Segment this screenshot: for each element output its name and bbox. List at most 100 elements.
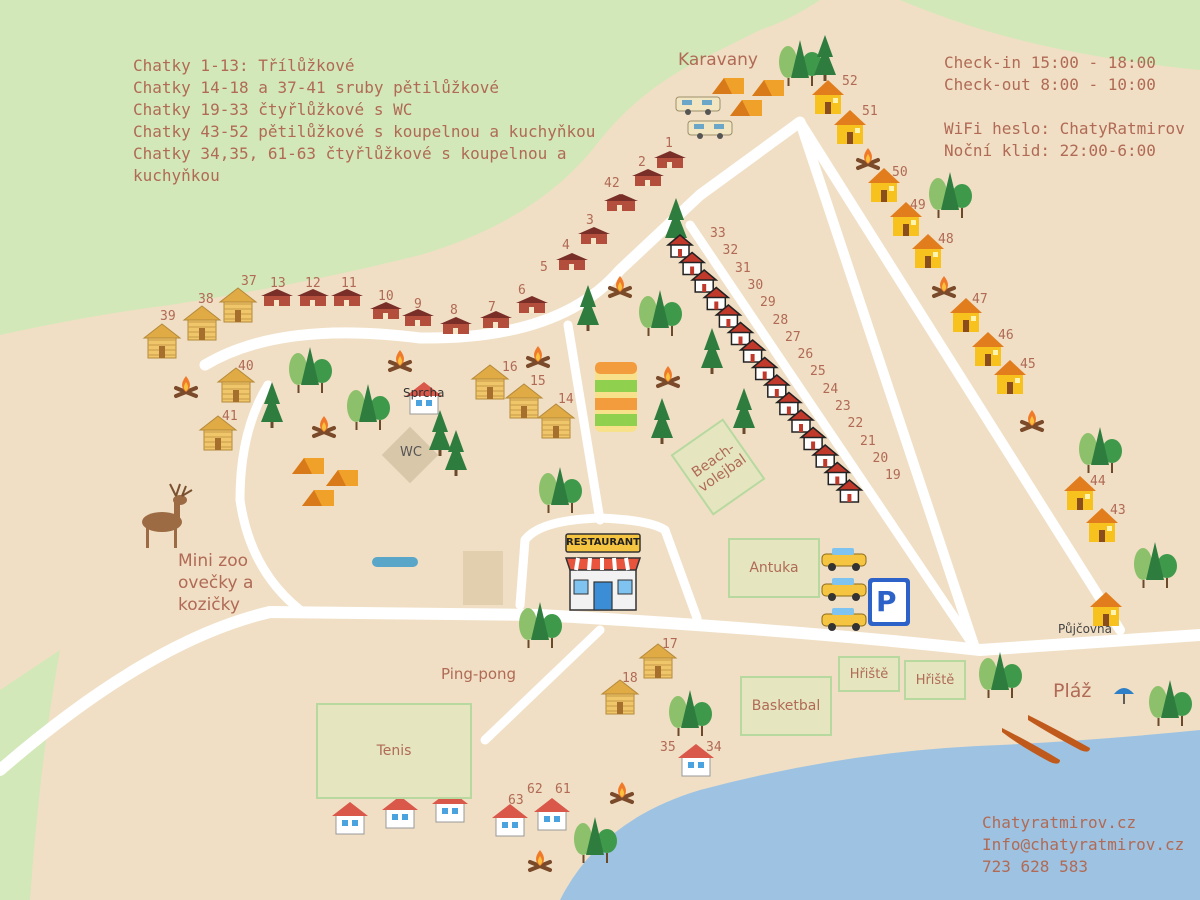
campfire-icon bbox=[610, 782, 634, 804]
yellow-cabin-icon bbox=[1086, 508, 1118, 542]
tree-icon bbox=[539, 467, 582, 513]
basketball-court: Basketbal bbox=[740, 676, 832, 736]
wc-cabin-icon bbox=[726, 321, 755, 346]
campfire-icon bbox=[174, 376, 198, 398]
wc-cabin-icon bbox=[678, 251, 707, 276]
cabin-number: 15 bbox=[530, 374, 546, 389]
small-cabin-icon bbox=[604, 194, 636, 211]
cabin-number: 26 bbox=[797, 347, 814, 363]
cabin-number: 52 bbox=[842, 74, 858, 89]
playground-1: Hřiště bbox=[838, 656, 900, 692]
white-house-icon bbox=[432, 790, 468, 823]
log-cabin-icon bbox=[182, 305, 222, 341]
cabin-number: 63 bbox=[508, 793, 524, 808]
yellow-cabin-icon bbox=[812, 80, 844, 114]
tent-icon bbox=[712, 78, 744, 94]
yellow-cabin-icon bbox=[890, 202, 922, 236]
boat bbox=[1028, 715, 1090, 752]
white-house-icon bbox=[534, 798, 570, 831]
cabin-number: 51 bbox=[862, 104, 878, 119]
tree-icon bbox=[519, 602, 562, 648]
small-cabin-icon bbox=[632, 169, 664, 186]
contact-web[interactable]: Chatyratmirov.cz bbox=[982, 813, 1137, 832]
road-east bbox=[795, 117, 980, 653]
cabin-number: 5 bbox=[540, 260, 548, 275]
tree-icon bbox=[979, 652, 1022, 698]
beach-umbrella-icon bbox=[1114, 688, 1134, 704]
cabin-number: 33 bbox=[710, 226, 726, 241]
roads bbox=[0, 116, 1200, 776]
car-icon bbox=[821, 608, 867, 631]
cabin-number: 9 bbox=[414, 297, 422, 312]
small-cabin-icon bbox=[440, 317, 472, 334]
tree-icon bbox=[779, 40, 822, 86]
cabin-number: 47 bbox=[972, 292, 988, 307]
zoo-line: Mini zoo bbox=[178, 551, 249, 571]
cabin-number: 41 bbox=[222, 409, 238, 424]
cabin-number: 24 bbox=[822, 381, 839, 397]
wc-cabin-icon bbox=[774, 391, 803, 416]
cabin-number: 10 bbox=[378, 289, 394, 304]
tennis-label: Tenis bbox=[376, 743, 412, 759]
tree-icon bbox=[669, 690, 712, 736]
small-cabin-icon bbox=[556, 253, 588, 270]
quiet-hours: Noční klid: 22:00-6:00 bbox=[944, 141, 1156, 160]
boat bbox=[1002, 728, 1060, 764]
small-cabin-icon bbox=[370, 302, 402, 319]
road-south bbox=[480, 625, 605, 745]
yellow-cabin-icon bbox=[972, 332, 1004, 366]
cabin-type-line: Chatky 34,35, 61-63 čtyřlůžkové s koupel… bbox=[133, 144, 567, 163]
cabin-number: 29 bbox=[760, 295, 776, 311]
wc-cabin-icon bbox=[786, 409, 816, 433]
cabin-number: 25 bbox=[810, 364, 826, 380]
checkin-time: Check-in 15:00 - 18:00 bbox=[944, 53, 1156, 72]
cabin-number: 30 bbox=[747, 277, 764, 293]
road-northeast bbox=[795, 117, 1125, 635]
cabin-number: 50 bbox=[892, 165, 908, 180]
cabin-number: 20 bbox=[872, 450, 889, 466]
restaurant-icon bbox=[564, 533, 642, 611]
checkout-time: Check-out 8:00 - 10:00 bbox=[944, 75, 1156, 94]
log-cabin-icon bbox=[600, 679, 640, 715]
yellow-cabin-icon bbox=[834, 110, 866, 144]
cabin-number: 14 bbox=[558, 392, 574, 407]
campfire-icon bbox=[1020, 410, 1044, 432]
tent-icon bbox=[752, 80, 784, 96]
contact-email[interactable]: Info@chatyratmirov.cz bbox=[982, 835, 1185, 854]
tree-icon bbox=[651, 398, 673, 444]
tree-icon bbox=[1134, 542, 1177, 588]
small-cabin-icon bbox=[402, 309, 434, 326]
restaurant-sign: RESTAURANT bbox=[566, 537, 640, 548]
cabin-number: 8 bbox=[450, 303, 458, 318]
cabin-type-line: Chatky 1-13: Třílůžkové bbox=[133, 56, 355, 75]
zoo-line: kozičky bbox=[178, 595, 240, 615]
campfire-icon bbox=[312, 416, 336, 438]
cabin-type-line: Chatky 19-33 čtyřlůžkové s WC bbox=[133, 100, 413, 119]
cabin-number: 2 bbox=[638, 155, 646, 170]
yellow-cabin-icon bbox=[1090, 592, 1122, 626]
cabin-number: 3 bbox=[586, 213, 594, 228]
tree-icon bbox=[289, 347, 332, 393]
restaurant[interactable]: RESTAURANT bbox=[562, 530, 644, 612]
small-cabin-icon bbox=[654, 151, 686, 168]
cabin-number: 6 bbox=[518, 283, 526, 298]
tent-icon bbox=[302, 490, 334, 506]
cabin-number: 28 bbox=[772, 312, 789, 328]
wc-cabin-icon bbox=[665, 234, 695, 258]
yellow-cabin-icon bbox=[868, 168, 900, 202]
tent-icon bbox=[730, 100, 762, 116]
cabin-number: 46 bbox=[998, 328, 1014, 343]
cabin-number: 4 bbox=[562, 238, 570, 253]
log-cabin-icon bbox=[536, 403, 576, 439]
white-house-icon bbox=[492, 804, 528, 837]
tree-icon bbox=[574, 817, 617, 863]
log-cabin-icon bbox=[198, 415, 238, 451]
basketball-label: Basketbal bbox=[751, 698, 821, 714]
tent-icon bbox=[292, 458, 324, 474]
yellow-cabin-icon bbox=[994, 360, 1026, 394]
tree-icon bbox=[261, 382, 283, 428]
cabin-number: 39 bbox=[160, 309, 176, 324]
cabin-number: 16 bbox=[502, 360, 518, 375]
mini-zoo-label: Mini zoo ovečky a kozičky bbox=[178, 550, 253, 616]
